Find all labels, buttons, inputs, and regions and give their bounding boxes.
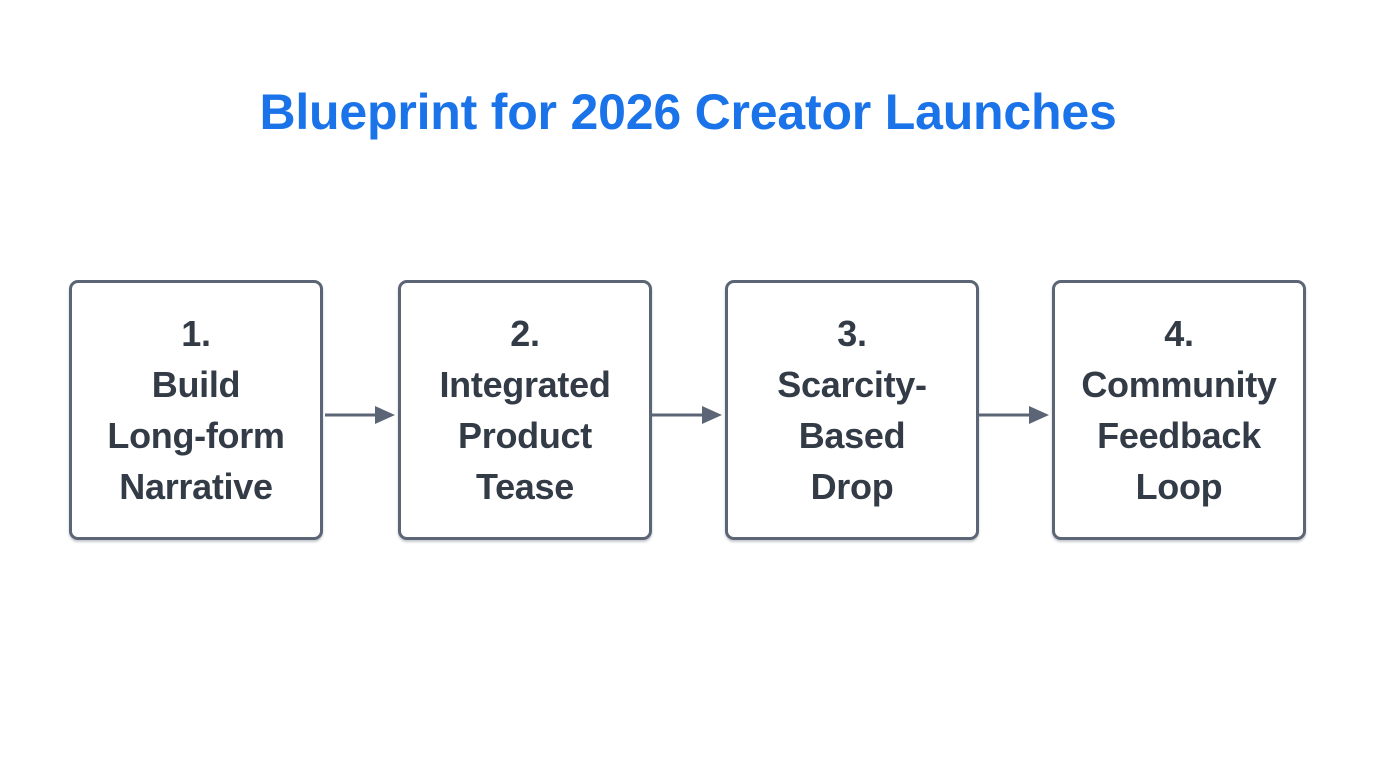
flow-diagram: 1. Build Long-form Narrative 2. Integrat… [0, 280, 1376, 542]
flow-step-4[interactable]: 4. Community Feedback Loop [1052, 280, 1306, 540]
arrow-right-icon-3-4 [979, 405, 1051, 425]
arrow-right-icon-2-3 [652, 405, 724, 425]
page-title: Blueprint for 2026 Creator Launches [259, 84, 1117, 140]
flow-step-3-label: 3. Scarcity- Based Drop [777, 313, 927, 507]
flow-step-2[interactable]: 2. Integrated Product Tease [398, 280, 652, 540]
flow-step-1-label: 1. Build Long-form Narrative [107, 313, 285, 507]
flow-step-3[interactable]: 3. Scarcity- Based Drop [725, 280, 979, 540]
arrow-right-icon-1-2 [325, 405, 397, 425]
flow-step-4-label: 4. Community Feedback Loop [1081, 313, 1277, 507]
flow-step-1[interactable]: 1. Build Long-form Narrative [69, 280, 323, 540]
flow-step-2-label: 2. Integrated Product Tease [439, 313, 611, 507]
